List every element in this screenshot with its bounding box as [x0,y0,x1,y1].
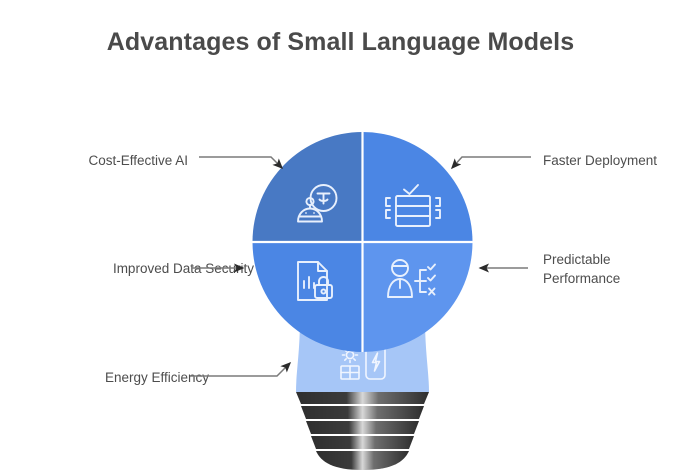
callout-label-faster-deployment: Faster Deployment [543,153,658,168]
callout-label-cost-effective-ai: Cost-Effective AI [88,153,188,168]
quadrant-top-left [252,132,363,242]
person-decision-tree-icon [387,259,436,298]
document-chart-lock-icon [297,261,333,301]
callout-label-energy-efficiency: Energy Efficiency [104,370,209,385]
bulb-quadrants [252,132,473,352]
server-rack-check-icon [385,184,441,227]
bulb-base [296,392,429,470]
robot-head-coin-icon [297,184,338,223]
callout-arrow-faster-deployment [450,156,531,170]
callout-label-predictable-performance: Predictable Performance [543,252,621,286]
callout-arrow-energy-efficiency [190,361,292,377]
page-title: Advantages of Small Language Models [106,28,575,56]
callout-arrow-cost-effective-ai [199,156,284,170]
